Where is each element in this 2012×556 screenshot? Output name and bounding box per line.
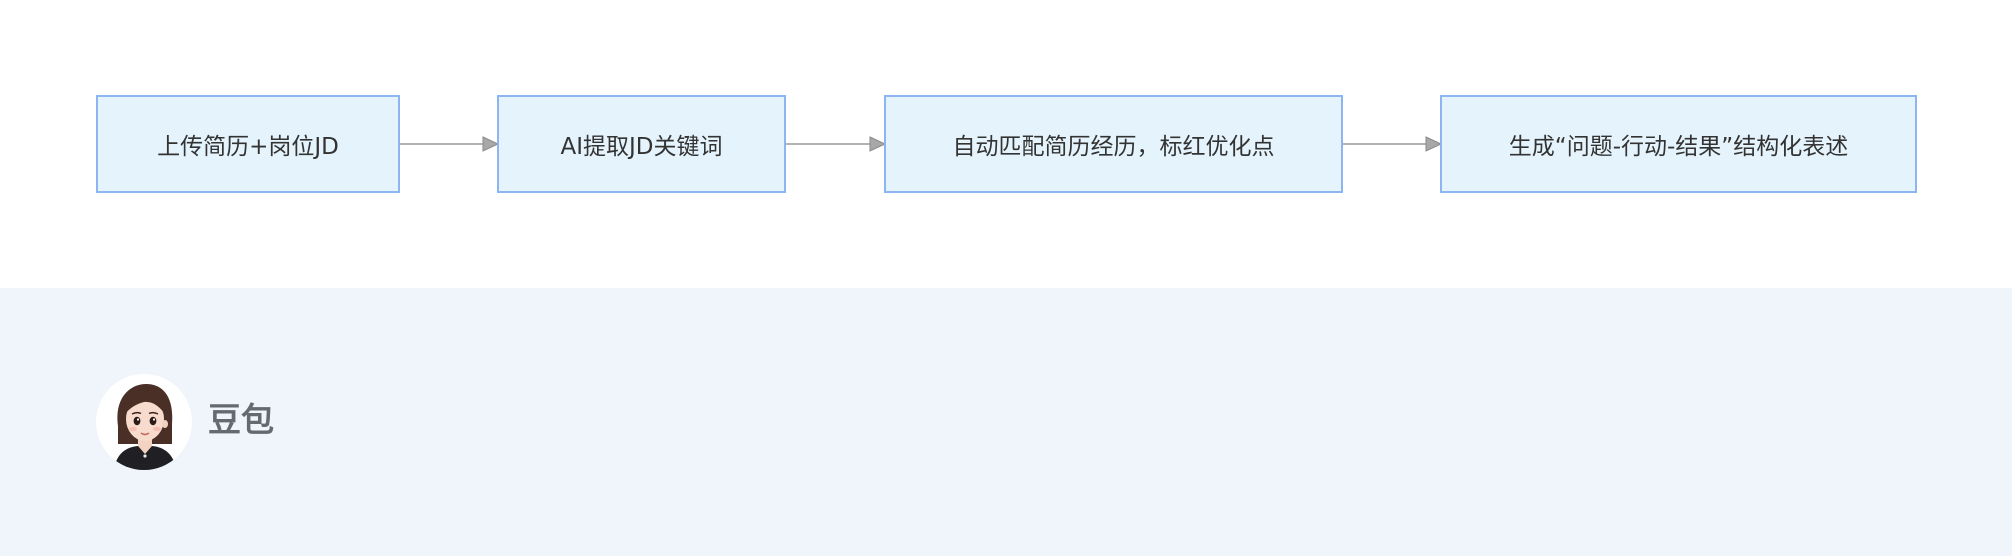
flow-node-label: 自动匹配简历经历，标红优化点 (952, 134, 1275, 160)
flow-node-upload: 上传简历+岗位JD (96, 95, 400, 193)
flow-node-label: AI提取JD关键词 (560, 134, 723, 160)
edge-3-4 (1343, 136, 1443, 152)
assistant-name: 豆包 (208, 400, 274, 439)
flow-node-extract-keywords: AI提取JD关键词 (497, 95, 786, 193)
edge-1-2 (400, 136, 500, 152)
flow-node-generate-structured: 生成“问题-行动-结果”结构化表述 (1440, 95, 1917, 193)
edge-2-3 (786, 136, 887, 152)
flow-node-label: 上传简历+岗位JD (157, 134, 339, 160)
flowchart: 上传简历+岗位JD AI提取JD关键词 自动匹配简历经历，标红优化点 生成“问题… (96, 95, 1917, 193)
assistant-footer: 豆包 (0, 288, 2012, 556)
flow-node-label: 生成“问题-行动-结果”结构化表述 (1508, 134, 1849, 160)
avatar-girl-icon (96, 374, 192, 470)
flow-node-auto-match: 自动匹配简历经历，标红优化点 (884, 95, 1343, 193)
